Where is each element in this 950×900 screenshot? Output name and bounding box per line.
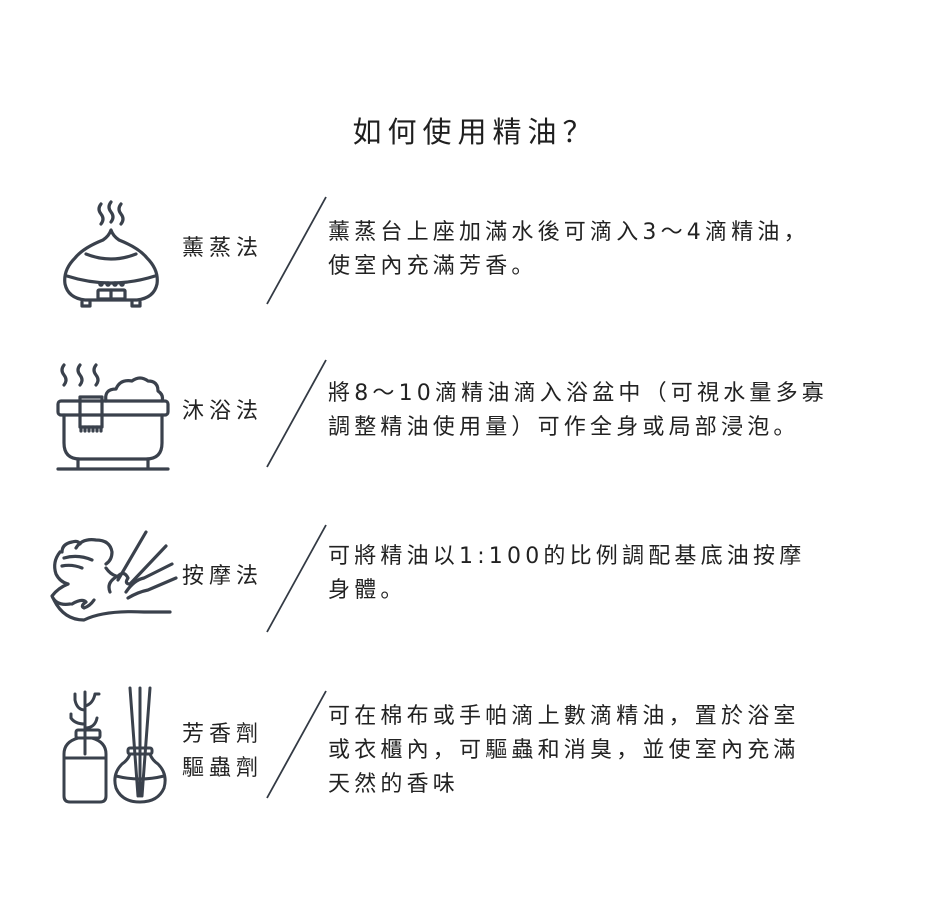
label-line: 按摩法 <box>182 564 264 589</box>
reed-diffuser-icon <box>60 684 172 806</box>
method-fragrance-repellent: 芳香劑 驅蟲劑 可在棉布或手帕滴上數滴精油，置於浴室 或衣櫃內，可驅蟲和消臭，並… <box>0 684 950 814</box>
method-label: 沐浴法 <box>182 395 263 429</box>
slash-divider <box>266 690 327 799</box>
method-description: 將8～10滴精油滴入浴盆中（可視水量多寡 調整精油使用量）可作全身或局部浸泡。 <box>328 377 908 445</box>
method-description: 可將精油以1:100的比例調配基底油按摩 身體。 <box>328 540 908 608</box>
method-description: 薰蒸台上座加滿水後可滴入3～4滴精油， 使室內充滿芳香。 <box>328 216 908 284</box>
desc-line: 或衣櫃內，可驅蟲和消臭，並使室內充滿 <box>328 738 800 763</box>
massage-icon <box>46 528 180 628</box>
desc-line: 身體。 <box>328 578 407 603</box>
label-line: 沐浴法 <box>182 399 264 424</box>
page-title: 如何使用精油？ <box>352 115 598 150</box>
label-line: 薰蒸法 <box>182 236 264 261</box>
method-label: 芳香劑 驅蟲劑 <box>182 718 263 786</box>
method-label: 薰蒸法 <box>182 232 263 266</box>
desc-line: 將8～10滴精油滴入浴盆中（可視水量多寡 <box>328 381 828 406</box>
method-massage: 按摩法 可將精油以1:100的比例調配基底油按摩 身體。 <box>0 520 950 650</box>
method-bath: 沐浴法 將8～10滴精油滴入浴盆中（可視水量多寡 調整精油使用量）可作全身或局部… <box>0 355 950 485</box>
desc-line: 使室內充滿芳香。 <box>328 254 538 279</box>
diffuser-icon <box>60 196 170 308</box>
method-diffusion: 薰蒸法 薰蒸台上座加滿水後可滴入3～4滴精油， 使室內充滿芳香。 <box>0 190 950 320</box>
method-description: 可在棉布或手帕滴上數滴精油，置於浴室 或衣櫃內，可驅蟲和消臭，並使室內充滿 天然… <box>328 700 908 802</box>
slash-divider <box>266 359 327 468</box>
slash-divider <box>266 196 327 305</box>
desc-line: 天然的香味 <box>328 772 460 797</box>
method-label: 按摩法 <box>182 560 263 594</box>
slash-divider <box>266 524 327 633</box>
desc-line: 薰蒸台上座加滿水後可滴入3～4滴精油， <box>328 220 810 245</box>
desc-line: 可將精油以1:100的比例調配基底油按摩 <box>328 544 806 569</box>
bathtub-icon <box>56 361 174 473</box>
label-line: 芳香劑 <box>182 722 264 747</box>
desc-line: 可在棉布或手帕滴上數滴精油，置於浴室 <box>328 704 800 729</box>
desc-line: 調整精油使用量）可作全身或局部浸泡。 <box>328 415 800 440</box>
label-line: 驅蟲劑 <box>182 756 264 781</box>
